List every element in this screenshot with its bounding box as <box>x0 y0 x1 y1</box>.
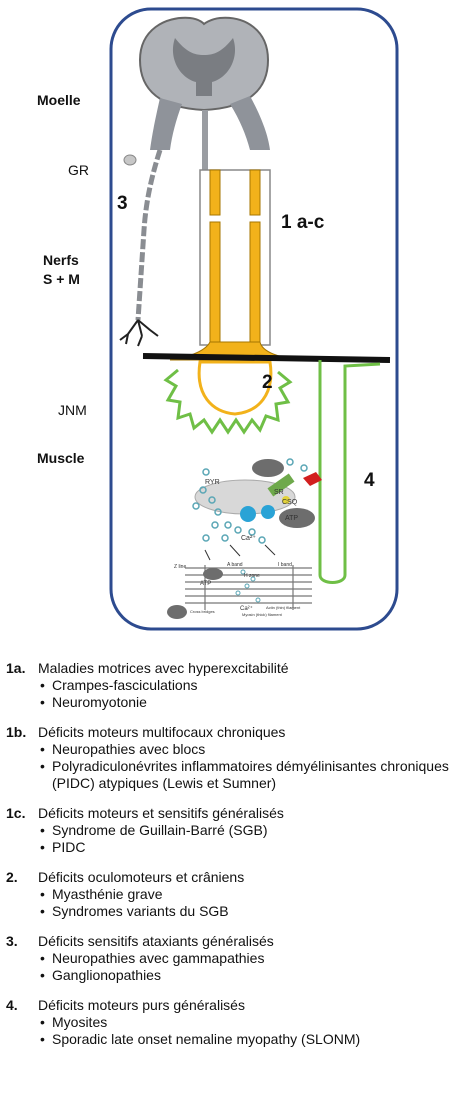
legend: 1a. Maladies motrices avec hyperexcitabi… <box>0 660 452 1061</box>
legend-item: Ganglionopathies <box>40 967 452 984</box>
atp-label-1: ATP <box>285 515 298 522</box>
legend-entry-1a: 1a. Maladies motrices avec hyperexcitabi… <box>0 660 452 711</box>
label-number-2: 2 <box>262 372 273 393</box>
legend-item: Syndrome de Guillain-Barré (SGB) <box>40 822 452 839</box>
legend-title: Déficits moteurs et sensitifs généralisé… <box>38 805 284 821</box>
label-gr: GR <box>68 162 89 178</box>
label-number-1: 1 a-c <box>281 212 325 233</box>
legend-code: 2. <box>6 869 18 885</box>
legend-code: 1b. <box>6 724 27 740</box>
frame <box>109 7 399 631</box>
label-moelle: Moelle <box>37 92 81 108</box>
legend-item: Crampes-fasciculations <box>40 677 452 694</box>
h-zone-label: H zone <box>244 573 260 579</box>
z-line-label: Z line <box>174 564 186 570</box>
sensory-nerve <box>119 149 163 347</box>
actin-label: Actin (thin) filament <box>266 605 301 610</box>
a-band-label: A band <box>227 562 243 568</box>
legend-title: Maladies motrices avec hyperexcitabilité <box>38 660 289 676</box>
diagram: RYR SR CSQ ATP Ca²⁺ Z line A band I band… <box>37 7 399 631</box>
sr-label: SR <box>274 489 284 496</box>
legend-code: 4. <box>6 997 18 1013</box>
spinal-cord-icon <box>138 16 270 150</box>
legend-entry-4: 4. Déficits moteurs purs généralisés Myo… <box>0 997 452 1048</box>
legend-entry-3: 3. Déficits sensitifs ataxiants générali… <box>0 933 452 984</box>
label-jnm: JNM <box>58 402 87 418</box>
label-sm: S + M <box>43 271 80 287</box>
atp-label-2: ATP <box>200 581 211 587</box>
legend-item: Sporadic late onset nemaline myopathy (S… <box>40 1031 452 1048</box>
myosin-label: Myosin (thick) filament <box>242 612 283 617</box>
legend-entry-1b: 1b. Déficits moteurs multifocaux chroniq… <box>0 724 452 792</box>
legend-entry-2: 2. Déficits oculomoteurs et crâniens Mya… <box>0 869 452 920</box>
sarcoplasmic-reticulum-diagram <box>192 458 322 561</box>
ca-label-1: Ca²⁺ <box>241 535 256 542</box>
junctional-folds <box>163 368 293 435</box>
legend-title: Déficits oculomoteurs et crâniens <box>38 869 245 885</box>
label-nerfs: Nerfs <box>43 252 79 268</box>
label-number-4: 4 <box>364 470 375 491</box>
legend-entry-1c: 1c. Déficits moteurs et sensitifs généra… <box>0 805 452 856</box>
legend-item: Myasthénie grave <box>40 886 452 903</box>
legend-title: Déficits moteurs purs généralisés <box>38 997 245 1013</box>
i-band-label: I band <box>278 562 292 568</box>
legend-item: Polyradiculonévrites inflammatoires démy… <box>40 758 452 792</box>
legend-item: Myosites <box>40 1014 452 1031</box>
neuromuscular-diagram: RYR SR CSQ ATP Ca²⁺ Z line A band I band… <box>109 7 399 631</box>
legend-item: Neuropathies avec gammapathies <box>40 950 452 967</box>
legend-item: Neuromyotonie <box>40 694 452 711</box>
ryr-label: RYR <box>205 479 220 486</box>
legend-title: Déficits sensitifs ataxiants généralisés <box>38 933 274 949</box>
ca-label-2: Ca²⁺ <box>240 605 253 612</box>
label-muscle: Muscle <box>37 450 85 466</box>
membrane-line <box>142 353 391 363</box>
legend-item: Neuropathies avec blocs <box>40 741 452 758</box>
legend-code: 1c. <box>6 805 26 821</box>
sarcomere-diagram <box>167 565 312 619</box>
legend-item: Syndromes variants du SGB <box>40 903 452 920</box>
legend-title: Déficits moteurs multifocaux chroniques <box>38 724 286 740</box>
legend-item: PIDC <box>40 839 452 856</box>
label-number-3: 3 <box>117 193 128 214</box>
motor-axon <box>169 169 301 416</box>
muscle-membrane-loop <box>318 360 381 584</box>
csq-label: CSQ <box>282 499 298 506</box>
cross-bridges-label: Cross bridges <box>190 609 215 614</box>
legend-code: 3. <box>6 933 18 949</box>
legend-code: 1a. <box>6 660 26 676</box>
